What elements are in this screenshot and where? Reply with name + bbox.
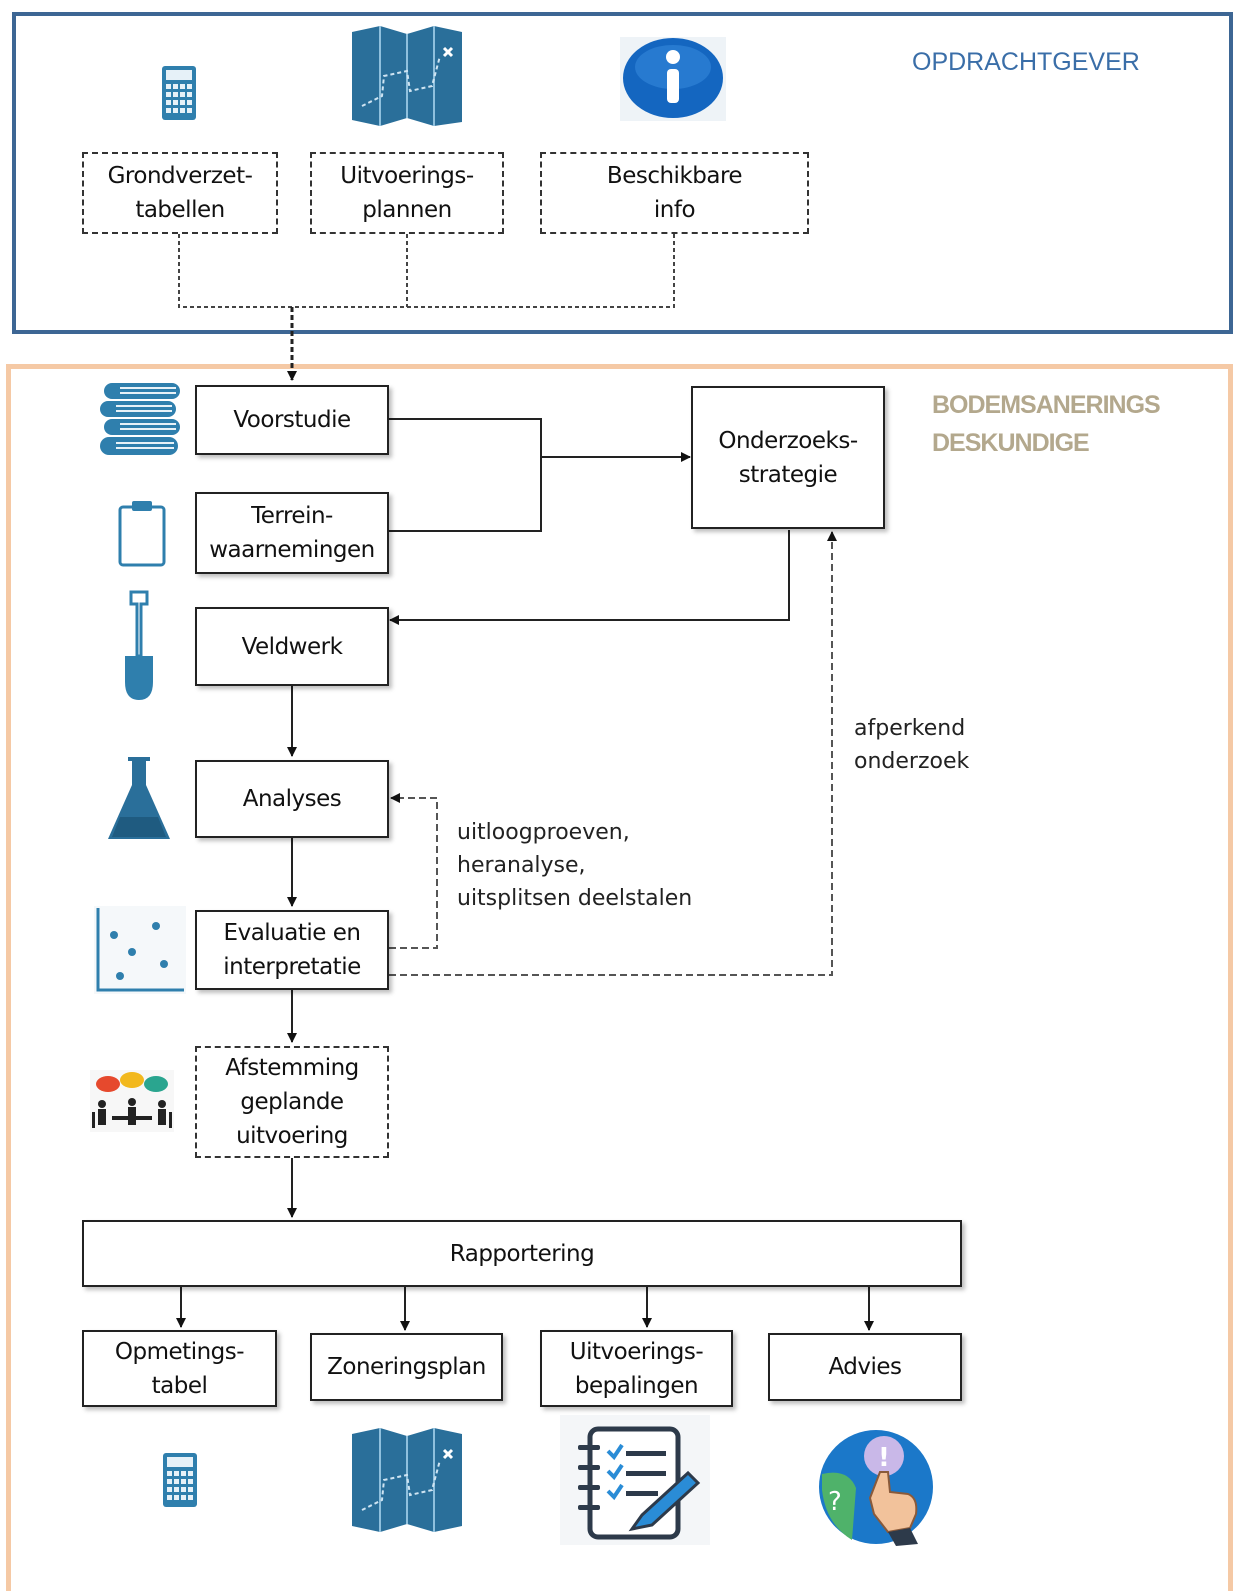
available-info-box: Beschikbare info [540, 152, 809, 234]
calculator-icon [162, 66, 196, 120]
execution-provisions-box: Uitvoerings- bepalingen [540, 1330, 733, 1407]
zoning-plan-box: Zoneringsplan [310, 1333, 503, 1401]
preliminary-study-box: Voorstudie [195, 385, 389, 455]
out-calculator-icon [163, 1453, 197, 1507]
fieldwork-label: Veldwerk [241, 633, 343, 660]
research-strategy-box: Onderzoeks- strategie [691, 386, 885, 529]
available-info-label: Beschikbare info [606, 163, 743, 223]
expert-section-title: BODEMSANERINGS DESKUNDIGE [932, 391, 1161, 457]
svg-text:!: ! [878, 1443, 890, 1473]
reporting-box: Rapportering [82, 1220, 962, 1287]
advice-label: Advies [828, 1354, 902, 1380]
site-observations-label: Terrein- waarnemingen [209, 503, 375, 563]
site-observations-box: Terrein- waarnemingen [195, 492, 389, 574]
measurement-table-label: Opmetings- tabel [114, 1338, 245, 1399]
extra-lab-note: uitloogproeven, heranalyse, uitsplitsen … [457, 820, 693, 911]
coordination-label: Afstemming geplande uitvoering [225, 1055, 359, 1149]
zoning-plan-label: Zoneringsplan [327, 1354, 486, 1380]
analyses-label: Analyses [242, 786, 342, 812]
delineating-research-note: afperkend onderzoek [854, 716, 970, 774]
map-icon [352, 26, 462, 126]
expert-section [6, 364, 1233, 1591]
out-map-icon [352, 1428, 462, 1532]
research-strategy-label: Onderzoeks- strategie [718, 427, 858, 488]
preliminary-study-label: Voorstudie [233, 407, 351, 433]
analyses-box: Analyses [195, 760, 389, 838]
execution-plans-box: Uitvoerings- plannen [310, 152, 504, 234]
books-icon [100, 383, 180, 455]
measurement-table-box: Opmetings- tabel [82, 1330, 277, 1407]
coordination-box: Afstemming geplande uitvoering [195, 1046, 389, 1158]
info-icon [620, 37, 726, 121]
earthwork-tables-label: Grondverzet- tabellen [107, 163, 253, 223]
checklist-icon [560, 1415, 710, 1545]
shovel-icon [125, 590, 153, 700]
client-section [12, 12, 1233, 334]
earthwork-tables-box: Grondverzet- tabellen [82, 152, 278, 234]
client-section-title: OPDRACHTGEVER [912, 48, 1140, 76]
execution-plans-label: Uitvoerings- plannen [340, 163, 474, 223]
flask-icon [108, 757, 170, 839]
execution-provisions-label: Uitvoerings- bepalingen [569, 1338, 704, 1399]
advice-box: Advies [768, 1333, 962, 1401]
reporting-label: Rapportering [449, 1240, 595, 1267]
evaluation-label: Evaluatie en interpretatie [223, 920, 361, 980]
fieldwork-box: Veldwerk [195, 607, 389, 686]
clipboard-icon [118, 501, 166, 567]
evaluation-box: Evaluatie en interpretatie [195, 910, 389, 990]
meeting-icon [90, 1070, 174, 1132]
svg-text:?: ? [828, 1487, 842, 1517]
scatter-plot-icon [94, 906, 186, 994]
advice-hand-icon: ? ! [819, 1430, 933, 1546]
